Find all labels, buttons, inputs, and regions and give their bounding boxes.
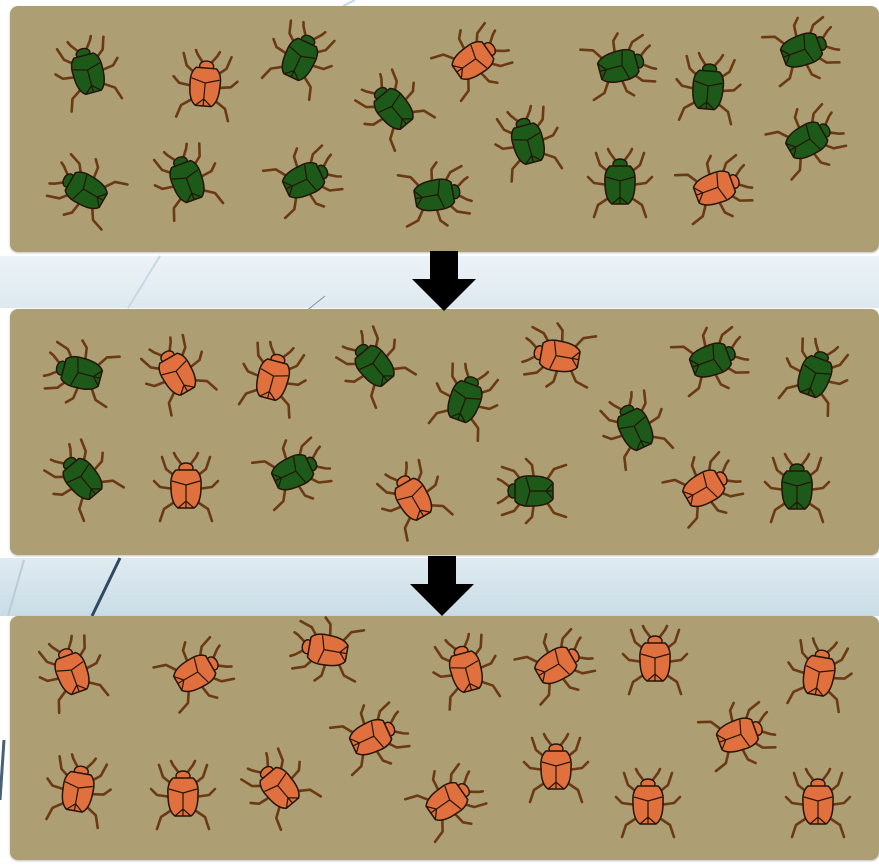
beetle-icon [491,105,565,179]
beetle-icon [782,637,856,711]
beetle-icon [337,328,411,402]
beetle-icon [376,461,450,535]
beetle-icon [495,454,569,528]
beetle-icon [399,158,473,232]
beetle-icon [289,613,363,687]
beetle-icon [149,450,223,524]
beetle-icon [668,451,742,525]
beetle-icon [583,146,657,220]
beetle-icon [146,758,220,832]
beetle-icon [429,633,503,707]
beetle-icon [521,319,595,393]
beetle-icon [41,753,115,827]
beetle-icon [611,766,685,840]
beetle-icon [583,29,657,103]
beetle-icon [675,323,749,397]
beetle-icon [519,731,593,805]
beetle-icon [242,750,316,824]
beetle-icon [671,51,745,125]
beetle-icon [35,635,109,709]
beetle-icon [150,143,224,217]
beetle-icon [520,628,594,702]
beetle-icon [168,48,242,122]
arrow-down-icon [408,556,476,618]
beetle-icon [437,23,511,97]
beetle-icon [48,153,122,227]
beetle-icon [43,336,117,410]
arrow-down-icon [410,251,478,313]
beetle-icon [781,766,855,840]
beetle-icon [140,336,214,410]
beetle-icon [598,391,672,465]
beetle-icon [618,623,692,697]
beetle-icon [771,103,845,177]
beetle-icon [356,71,430,145]
beetle-icon [428,363,502,437]
beetle-icon [778,338,852,412]
beetle-icon [766,13,840,87]
beetle-icon [411,764,485,838]
beetle-icon [236,341,310,415]
beetle-icon [268,143,342,217]
beetle-icon [760,451,834,525]
beetle-icon [257,435,331,509]
beetle-icon [51,35,125,109]
beetle-icon [159,636,233,710]
beetle-icon [335,700,409,774]
beetle-icon [263,21,337,95]
beetle-icon [45,441,119,515]
beetle-icon [679,151,753,225]
beetle-icon [702,698,776,772]
